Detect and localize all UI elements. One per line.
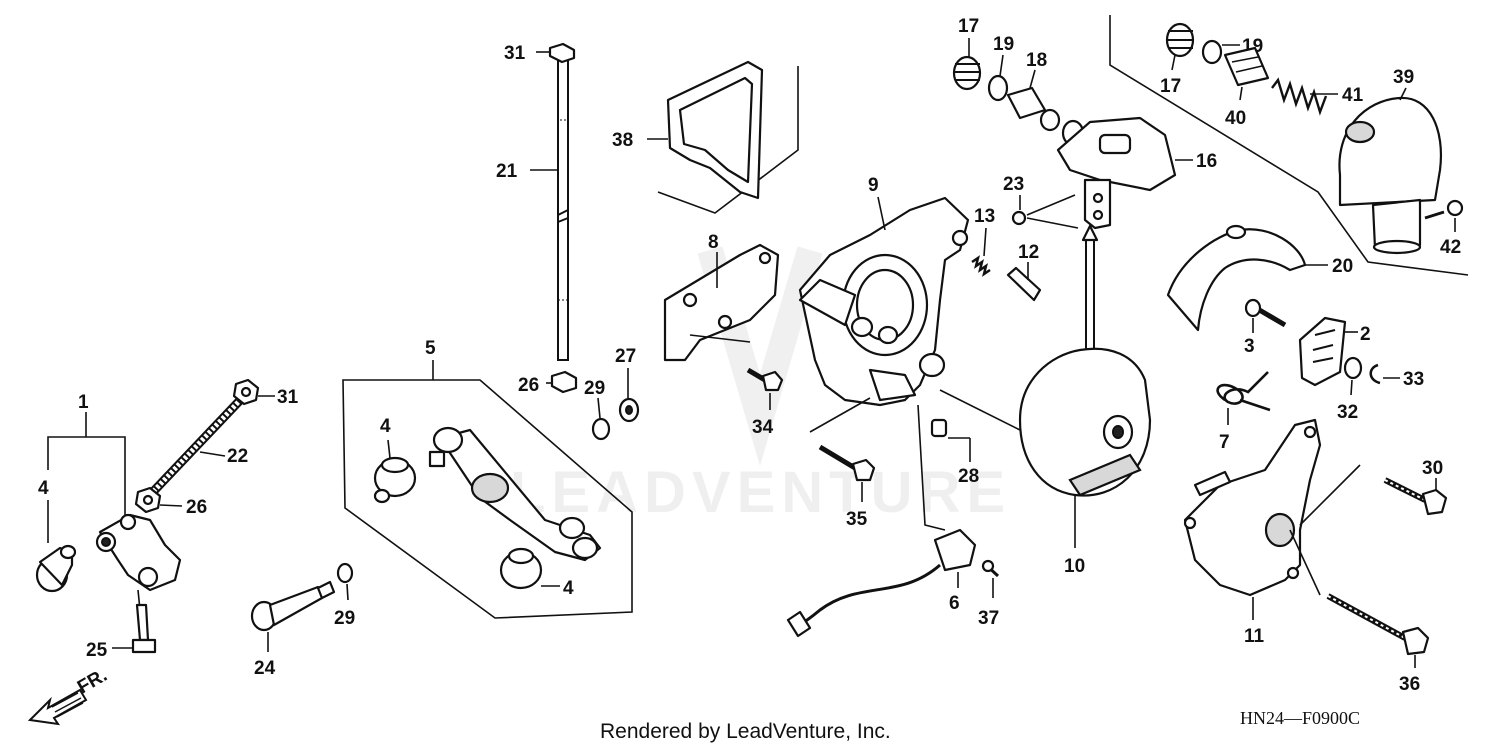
part-7-spring[interactable]: [1216, 371, 1271, 425]
part-27-washer[interactable]: [618, 368, 640, 423]
part-19-ring-left[interactable]: [987, 54, 1009, 102]
callout-19-left: 19: [993, 34, 1014, 55]
callout-41: 41: [1342, 85, 1364, 106]
part-6-switch[interactable]: [786, 404, 977, 638]
front-direction-arrow-icon: [27, 688, 88, 726]
part-39-group-outline: [1109, 15, 1469, 276]
part-33-clip[interactable]: [1369, 363, 1400, 385]
part-16-lever[interactable]: [1056, 116, 1193, 230]
part-23-screw[interactable]: [1011, 194, 1079, 229]
part-20-cover[interactable]: [1166, 224, 1328, 332]
callout-40: 40: [1225, 108, 1246, 129]
callout-1: 1: [78, 392, 89, 413]
part-1-arm[interactable]: [47, 412, 182, 654]
part-21-rod[interactable]: [530, 59, 569, 361]
callout-4-low: 4: [563, 578, 574, 599]
part-29-washer-lower[interactable]: [336, 562, 354, 601]
callout-2: 2: [1360, 324, 1371, 345]
callout-24: 24: [254, 658, 276, 679]
part-38-cover[interactable]: [647, 60, 764, 200]
callout-39: 39: [1393, 67, 1414, 88]
callout-8: 8: [708, 232, 719, 253]
callout-38: 38: [612, 130, 633, 151]
callout-7: 7: [1219, 432, 1230, 453]
callout-42: 42: [1440, 237, 1461, 258]
callout-21: 21: [496, 161, 518, 182]
part-30-bolt[interactable]: [1383, 477, 1448, 516]
callout-29-upper: 29: [584, 378, 605, 399]
callout-17-left: 17: [958, 16, 979, 37]
callout-23: 23: [1003, 174, 1024, 195]
callout-9: 9: [868, 175, 879, 196]
part-40-sleeve[interactable]: [1223, 46, 1270, 101]
part-2-latch[interactable]: [1298, 316, 1358, 387]
part-4-knob-left[interactable]: [35, 500, 77, 593]
callout-26-top: 26: [518, 375, 539, 396]
part-4-knob-mid-top[interactable]: [373, 439, 417, 504]
part-19-ring-right[interactable]: [1201, 39, 1240, 65]
callout-33: 33: [1403, 369, 1424, 390]
callout-26: 26: [186, 497, 207, 518]
part-5-group-outline: [342, 379, 633, 619]
callout-16: 16: [1196, 151, 1217, 172]
part-35-bolt[interactable]: [809, 397, 876, 502]
callout-31: 31: [277, 387, 299, 408]
watermark: LEADVENTURE: [510, 460, 1011, 525]
callout-31-top: 31: [504, 43, 526, 64]
part-22-rod[interactable]: [146, 391, 249, 499]
footer-credit: Rendered by LeadVenture, Inc.: [600, 720, 891, 743]
part-11-plate[interactable]: [1183, 418, 1361, 620]
callout-27: 27: [615, 346, 636, 367]
part-17-spring-left[interactable]: [952, 38, 982, 91]
callout-20: 20: [1332, 256, 1353, 277]
callout-3: 3: [1244, 336, 1255, 357]
callout-12: 12: [1018, 242, 1039, 263]
part-32-washer[interactable]: [1343, 356, 1363, 396]
part-37-screw[interactable]: [981, 559, 1000, 598]
callout-22: 22: [227, 446, 248, 467]
part-5-link[interactable]: [428, 426, 602, 562]
part-13-spring[interactable]: [971, 227, 991, 277]
callout-34: 34: [752, 417, 774, 438]
part-28-plug[interactable]: [930, 418, 971, 462]
part-39-knob[interactable]: [1338, 87, 1442, 255]
callout-25: 25: [86, 640, 108, 661]
part-3-pin[interactable]: [1244, 298, 1287, 333]
part-4-knob-mid-bottom[interactable]: [499, 547, 560, 590]
callout-10: 10: [1064, 556, 1085, 577]
part-12-pin[interactable]: [1006, 262, 1042, 302]
part-24-pin[interactable]: [250, 580, 336, 652]
callout-17-right: 17: [1160, 76, 1181, 97]
part-29-washer-upper[interactable]: [591, 397, 611, 441]
callout-29-lower: 29: [334, 608, 355, 629]
part-8-bracket[interactable]: [663, 243, 780, 362]
part-34-bolt[interactable]: [746, 367, 784, 410]
part-18-cylinder[interactable]: [1006, 69, 1061, 132]
callout-35: 35: [846, 509, 868, 530]
callout-30: 30: [1422, 458, 1443, 479]
part-31-nut-top[interactable]: [536, 42, 576, 64]
callout-5: 5: [425, 338, 436, 359]
part-9-housing[interactable]: [798, 196, 970, 407]
part-26-nut-top[interactable]: [546, 370, 578, 394]
callout-32: 32: [1337, 402, 1358, 423]
callout-36: 36: [1399, 674, 1420, 695]
callout-28: 28: [958, 466, 979, 487]
part-10-drum[interactable]: [939, 224, 1152, 548]
part-26-nut-rod[interactable]: [134, 486, 162, 514]
part-42-screw[interactable]: [1424, 199, 1464, 232]
callout-6: 6: [949, 593, 960, 614]
callout-13: 13: [974, 206, 995, 227]
callout-18: 18: [1026, 50, 1047, 71]
part-31-nut-rod[interactable]: [232, 378, 260, 406]
part-17-spring-right[interactable]: [1165, 22, 1195, 71]
part-36-bolt[interactable]: [1326, 593, 1430, 668]
callout-37: 37: [978, 608, 999, 629]
part-41-spring[interactable]: [1271, 77, 1338, 116]
callout-4-mid: 4: [380, 416, 391, 437]
diagram-code: HN24—F0900C: [1240, 708, 1360, 728]
callout-11: 11: [1244, 626, 1265, 647]
callout-4: 4: [38, 478, 49, 499]
